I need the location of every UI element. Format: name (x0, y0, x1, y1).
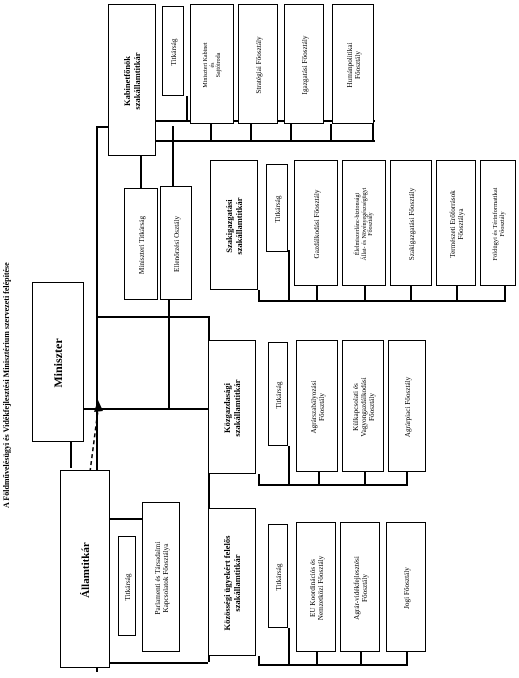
chart-title: A Földművelésügyi és Vidékfejlesztési Mi… (2, 262, 11, 508)
parlamenti-label: Parlamenti és Társadalmi Kapcsolatok Főo… (153, 541, 170, 615)
connector-line (96, 126, 98, 672)
kozossegi-titkarsag-box: Titkárság (268, 524, 288, 628)
agrar-videk-label: Agrár-vidékfejlesztési Főosztály (352, 556, 369, 620)
kabinetfonok-label: Kabinetfőnök szakállamtitkár (122, 52, 142, 110)
miniszter-box: Miniszter (32, 282, 84, 442)
strategiai-label: Stratégiai Főosztály (254, 36, 263, 94)
connector-line (318, 472, 320, 486)
termeszeti-box: Természeti Erőforrások Főosztálya (436, 160, 476, 286)
connector-line (258, 484, 408, 486)
jogi-label: Jogi Főosztály (402, 567, 411, 609)
szakigazgatasi-box: Szakigazgatási szakállamtitkár (210, 160, 258, 290)
parlamenti-box: Parlamenti és Társadalmi Kapcsolatok Főo… (142, 502, 180, 652)
kozgazdasagi-box: Közgazdasági szakállamtitkár (208, 340, 256, 474)
agrarszab-box: Agrárszabályozási Főosztály (296, 340, 338, 472)
connector-line (360, 652, 362, 666)
szakigazgatasi-label: Szakigazgatási szakállamtitkár (224, 197, 244, 255)
connector-line (258, 656, 260, 666)
eu-koord-label: EU Koordinációs és Nemzetközi Főosztály (308, 555, 325, 621)
connector-line (406, 652, 408, 666)
eu-koord-box: EU Koordinációs és Nemzetközi Főosztály (296, 522, 336, 652)
kabinetfonok-box: Kabinetfőnök szakállamtitkár (108, 4, 156, 156)
foldugyi-box: Földügyi és Térinformatikai Főosztály (480, 160, 516, 286)
connector-line (96, 662, 208, 664)
connector-line (316, 286, 318, 302)
connector-line (186, 96, 188, 120)
agrarszab-label: Agrárszabályozási Főosztály (309, 380, 326, 434)
szakig-titkarsag-box: Titkárság (266, 164, 288, 252)
connector-line (330, 124, 332, 140)
humanpolitikai-label: Humánpolitikai Főosztály (345, 42, 362, 88)
miniszter-label: Miniszter (51, 338, 66, 388)
igazgatasi-box: Igazgatási Főosztály (284, 4, 324, 124)
allamtitkar-label: Államtitkár (79, 542, 92, 598)
ellenorzesi-label: Ellenőrzési Osztály (172, 215, 181, 273)
allamtitkar-titkarsag-label: Titkárság (123, 573, 132, 601)
connector-line (258, 290, 260, 302)
kozossegi-titkarsag-label: Titkárság (274, 563, 283, 591)
allamtitkar-box: Államtitkár (60, 470, 110, 668)
miniszteri-kabinet-label: Miniszteri Kabinet és Sajtóiroda (202, 42, 223, 88)
connector-line (258, 300, 506, 302)
agrar-videk-box: Agrár-vidékfejlesztési Főosztály (340, 522, 380, 652)
kulgazd-label: Külkapcsolati és Vagyongazdálkodási Főos… (351, 377, 377, 437)
connector-line (96, 126, 110, 128)
kabinet-titkarsag-box: Titkárság (162, 6, 184, 96)
connector-line (140, 156, 142, 188)
miniszteri-titkarsag-box: Miniszteri Titkárság (124, 188, 158, 300)
connector-line (364, 286, 366, 302)
termeszeti-label: Természeti Erőforrások Főosztálya (448, 190, 465, 258)
agrarpiaci-label: Agrárpiaci Főosztály (403, 376, 412, 438)
connector-line (155, 140, 375, 142)
connector-line (288, 628, 290, 666)
kulgazd-box: Külkapcsolati és Vagyongazdálkodási Főos… (342, 340, 384, 472)
connector-line (372, 124, 374, 140)
kozgazd-titkarsag-label: Titkárság (274, 381, 283, 409)
connector-line (172, 126, 174, 186)
kabinet-titkarsag-label: Titkárság (169, 38, 178, 66)
connector-line (96, 408, 208, 410)
gazdalkodasi-label: Gazdálkodási Főosztály (312, 189, 321, 259)
ellenorzesi-box: Ellenőrzési Osztály (160, 186, 192, 300)
connector-line (168, 300, 170, 408)
szakig-titkarsag-label: Titkárság (273, 195, 282, 223)
connector-line (316, 652, 318, 666)
connector-line (288, 446, 290, 486)
miniszteri-kabinet-box: Miniszteri Kabinet és Sajtóiroda (190, 4, 234, 124)
connector-line (410, 286, 412, 302)
connector-line (210, 124, 212, 140)
igazgatasi-label: Igazgatási Főosztály (300, 35, 309, 95)
arrow-icon (89, 400, 103, 473)
connector-line (364, 472, 366, 486)
foldugyi-label: Földügyi és Térinformatikai Főosztály (491, 187, 506, 261)
kozgazdasagi-label: Közgazdasági szakállamtitkár (222, 379, 242, 437)
kozgazd-titkarsag-box: Titkárság (268, 342, 288, 446)
elelmiszerlanc-box: Élelmiszerlánc-biztonsági Állat- és Növé… (342, 160, 386, 286)
connector-line (290, 124, 292, 140)
connector-line (258, 664, 408, 666)
elelmiszerlanc-label: Élelmiszerlánc-biztonsági Állat- és Növé… (354, 187, 375, 261)
connector-line (504, 286, 506, 302)
miniszteri-titkarsag-label: Miniszteri Titkárság (137, 215, 146, 275)
kozossegi-label: Közösségi ügyekért felelős szakállamtitk… (222, 535, 242, 631)
agrarpiaci-box: Agrárpiaci Főosztály (388, 340, 426, 472)
gazdalkodasi-box: Gazdálkodási Főosztály (294, 160, 338, 286)
allamtitkar-titkarsag-box: Titkárság (118, 536, 136, 636)
connector-line (456, 286, 458, 302)
strategiai-box: Stratégiai Főosztály (238, 4, 278, 124)
szakigazgatasi-fo-box: Szakigazgatási Főosztály (390, 160, 432, 286)
connector-line (250, 124, 252, 140)
connector-line (288, 250, 290, 300)
jogi-box: Jogi Főosztály (386, 522, 426, 652)
connector-line (108, 518, 172, 520)
connector-line (406, 472, 408, 486)
humanpolitikai-box: Humánpolitikai Főosztály (332, 4, 374, 124)
kozossegi-box: Közösségi ügyekért felelős szakállamtitk… (208, 508, 256, 656)
connector-line (208, 316, 210, 662)
connector-line (258, 474, 260, 486)
szakigazgatasi-fo-label: Szakigazgatási Főosztály (407, 187, 416, 261)
connector-line (96, 316, 208, 318)
